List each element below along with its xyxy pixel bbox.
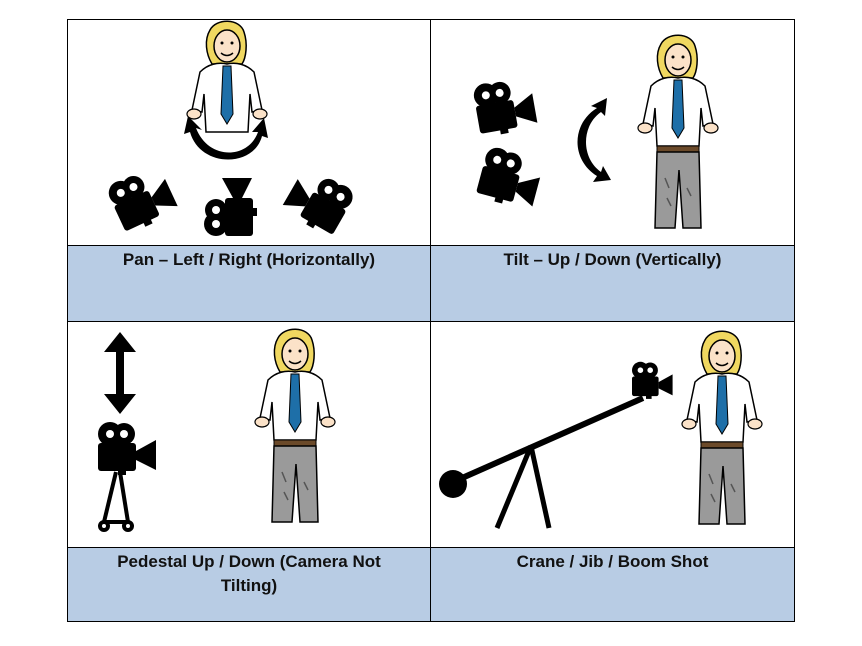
camera-up-icon bbox=[471, 75, 539, 138]
caption-pedestal-text: Pedestal Up / Down (Camera Not Tilting) bbox=[117, 552, 381, 595]
crane-illustration bbox=[430, 321, 795, 548]
camera-moves-table: Pan – Left / Right (Horizontally) Tilt –… bbox=[67, 19, 795, 622]
camera-icon bbox=[632, 361, 673, 399]
vertical-arrow-icon bbox=[104, 332, 136, 414]
tripod-icon bbox=[98, 471, 134, 532]
presenter-figure bbox=[681, 330, 763, 525]
tilt-illustration bbox=[430, 19, 795, 246]
presenter-figure bbox=[637, 34, 719, 229]
caption-pan: Pan – Left / Right (Horizontally) bbox=[67, 245, 431, 322]
counterweight bbox=[439, 470, 467, 498]
crane-stand bbox=[494, 445, 552, 529]
presenter-figure bbox=[254, 328, 336, 523]
pan-arrow-icon bbox=[184, 116, 268, 160]
caption-tilt: Tilt – Up / Down (Vertically) bbox=[430, 245, 795, 322]
caption-tilt-text: Tilt – Up / Down (Vertically) bbox=[503, 250, 722, 269]
camera-right-icon bbox=[280, 163, 357, 239]
camera-left-icon bbox=[104, 162, 180, 236]
caption-pedestal: Pedestal Up / Down (Camera Not Tilting) bbox=[67, 547, 431, 622]
caption-pan-text: Pan – Left / Right (Horizontally) bbox=[122, 250, 376, 269]
caption-crane: Crane / Jib / Boom Shot bbox=[430, 547, 795, 622]
camera-down-icon bbox=[475, 145, 545, 212]
pedestal-illustration bbox=[67, 321, 431, 548]
presenter-figure bbox=[186, 20, 268, 133]
caption-crane-text: Crane / Jib / Boom Shot bbox=[516, 552, 709, 571]
pan-illustration bbox=[67, 19, 431, 246]
camera-icon bbox=[98, 422, 156, 475]
boom-arm bbox=[451, 395, 645, 485]
tilt-arrow-icon bbox=[577, 98, 611, 182]
camera-center-icon bbox=[204, 178, 257, 236]
